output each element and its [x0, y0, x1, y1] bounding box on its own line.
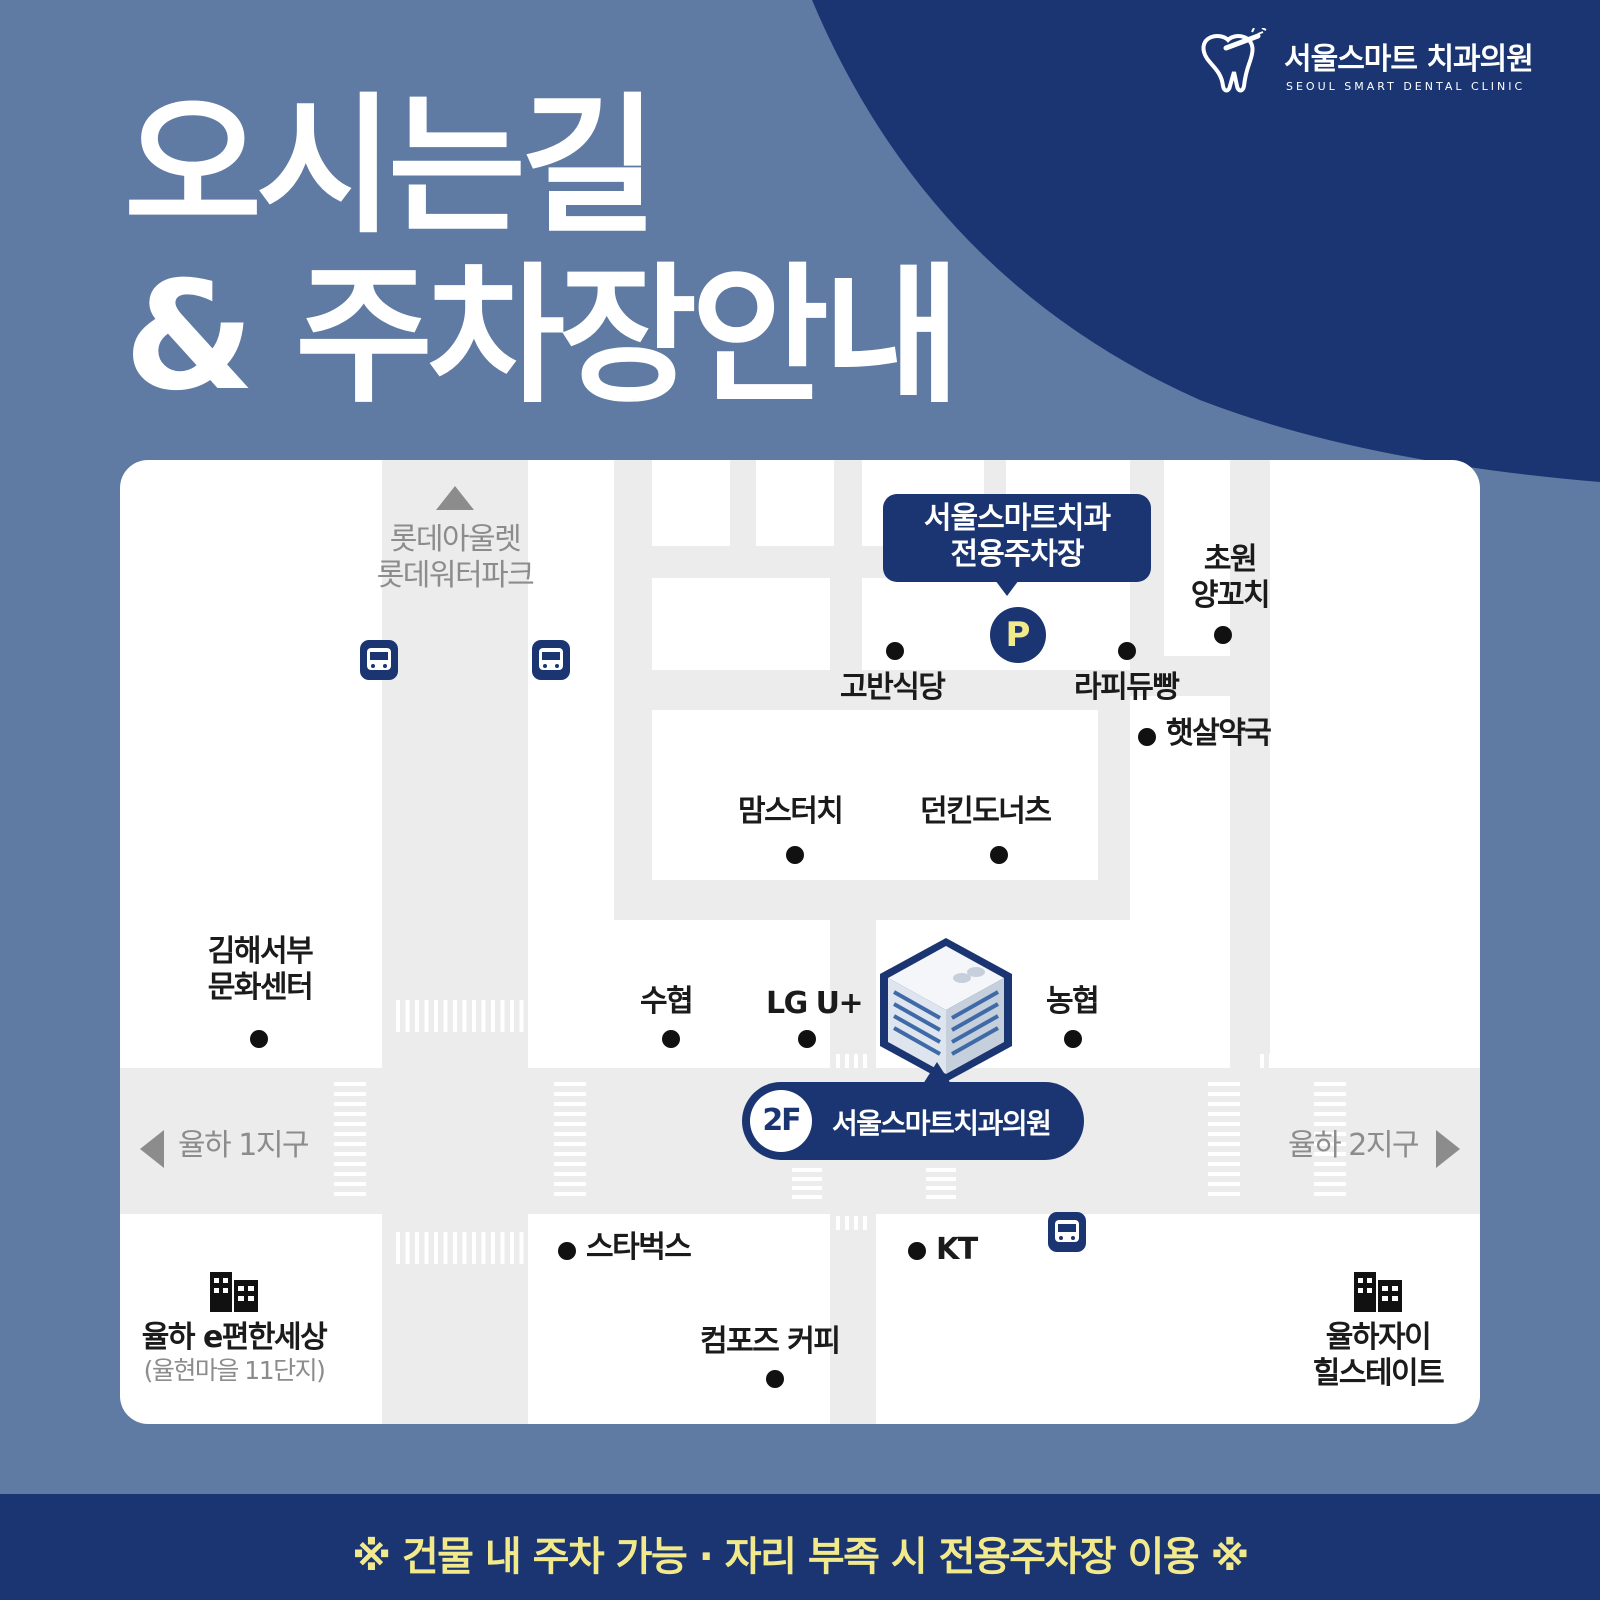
place-dot: [1064, 1030, 1082, 1048]
place-dunkin[interactable]: 던킨도너츠: [920, 794, 1052, 829]
place-dot: [990, 846, 1008, 864]
place-dot: [250, 1030, 268, 1048]
place-dot: [798, 1030, 816, 1048]
page-title-line1: 오시는길: [124, 80, 658, 254]
place-kt[interactable]: KT: [936, 1232, 978, 1267]
apartment-left-label[interactable]: 율하 e편한세상 (율현마을 11단지): [141, 1320, 328, 1385]
place-dot: [1118, 642, 1136, 660]
apartment-icon: [1354, 1272, 1402, 1312]
north-arrow-icon: [436, 486, 474, 510]
bus-stop-icon[interactable]: [360, 640, 398, 680]
place-momstouch[interactable]: 맘스터치: [738, 794, 844, 829]
parking-icon[interactable]: P: [990, 607, 1046, 663]
logo-subtitle: SEOUL SMART DENTAL CLINIC: [1286, 80, 1526, 93]
apartment-icon: [210, 1272, 258, 1312]
place-haetsal[interactable]: 햇살약국: [1166, 716, 1272, 751]
place-dot: [558, 1242, 576, 1260]
place-compose[interactable]: 컴포즈 커피: [700, 1324, 841, 1359]
place-dot: [908, 1242, 926, 1260]
east-direction-label: 율하 2지구: [1288, 1128, 1420, 1163]
bus-stop-icon[interactable]: [1048, 1212, 1086, 1252]
place-lapidu[interactable]: 라피듀빵: [1074, 670, 1180, 705]
page-title-line2: & 주차장안내: [124, 250, 961, 424]
west-direction-label: 율하 1지구: [178, 1128, 310, 1163]
place-dot: [886, 642, 904, 660]
crosswalks: [334, 1000, 1346, 1264]
clinic-logo[interactable]: 서울스마트 치과의원 SEOUL SMART DENTAL CLINIC: [1196, 28, 1566, 98]
clinic-floor-badge: 2F: [750, 1090, 812, 1152]
place-dot: [1138, 728, 1156, 746]
bus-stop-icon[interactable]: [532, 640, 570, 680]
east-arrow-icon: [1436, 1130, 1460, 1168]
road-vertical-right: [1230, 460, 1270, 1068]
place-suhyup[interactable]: 수협: [640, 984, 694, 1019]
clinic-building-icon[interactable]: [878, 936, 1014, 1084]
place-dot: [1214, 626, 1232, 644]
clinic-label[interactable]: 2F 서울스마트치과의원: [742, 1082, 1084, 1160]
clinic-name: 서울스마트치과의원: [832, 1107, 1052, 1140]
place-goban[interactable]: 고반식당: [840, 670, 946, 705]
place-starbucks[interactable]: 스타벅스: [586, 1230, 692, 1265]
west-arrow-icon: [140, 1130, 164, 1168]
footer-text: ※ 건물 내 주차 가능 · 자리 부족 시 전용주차장 이용 ※: [352, 1534, 1249, 1580]
place-dot: [766, 1370, 784, 1388]
place-nonghyup[interactable]: 농협: [1046, 984, 1100, 1019]
place-dot: [662, 1030, 680, 1048]
logo-name: 서울스마트 치과의원: [1284, 42, 1534, 77]
footer-banner: ※ 건물 내 주차 가능 · 자리 부족 시 전용주차장 이용 ※: [0, 1494, 1600, 1600]
place-dot: [786, 846, 804, 864]
tooth-icon: [1201, 28, 1267, 93]
place-lgu[interactable]: LG U+: [766, 986, 864, 1021]
